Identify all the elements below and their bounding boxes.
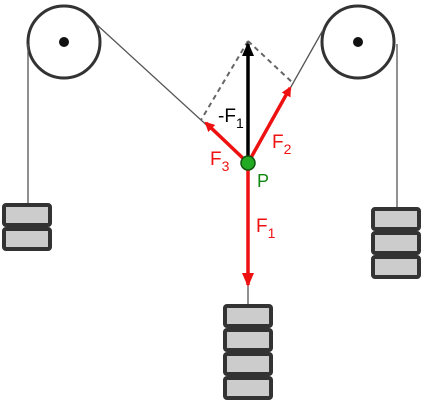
left-pulley-axle [59,37,69,47]
f2-arrow [246,86,292,164]
left-pulley [26,4,102,80]
weight-block [371,207,421,231]
right-pulley-axle [353,37,363,47]
f3-label: F3 [210,149,230,174]
weight-block [223,328,273,352]
point-p [240,155,256,171]
bottom-weight-stack [223,304,273,400]
weight-block [2,227,52,251]
weight-block [223,352,273,376]
weight-block [223,376,273,400]
right-pulley [320,4,396,80]
weight-block [371,231,421,255]
point-p-label: P [257,171,269,191]
left-weight-stack [2,203,52,251]
parallelogram-construction [200,40,295,121]
f2-label: F2 [272,132,292,157]
f1-label: F1 [256,216,276,241]
neg-f1-label: -F1 [218,106,244,131]
f3-arrow [204,121,250,165]
weight-block [223,304,273,328]
right-weight-stack [371,207,421,279]
weight-block [371,255,421,279]
weight-block [2,203,52,227]
